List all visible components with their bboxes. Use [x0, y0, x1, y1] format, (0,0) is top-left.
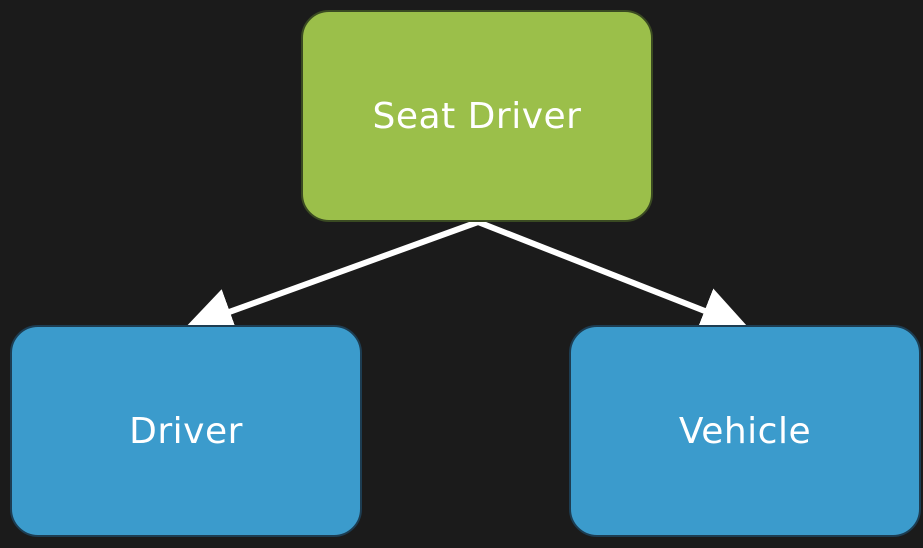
- arrow-seat-driver-to-driver: [184, 219, 480, 335]
- arrow-seat-driver-to-vehicle: [476, 219, 750, 334]
- node-driver: Driver: [10, 325, 362, 537]
- node-driver-label: Driver: [129, 410, 243, 452]
- node-seat-driver-label: Seat Driver: [372, 95, 582, 137]
- node-seat-driver: Seat Driver: [301, 10, 653, 222]
- node-vehicle: Vehicle: [569, 325, 921, 537]
- node-vehicle-label: Vehicle: [678, 410, 812, 452]
